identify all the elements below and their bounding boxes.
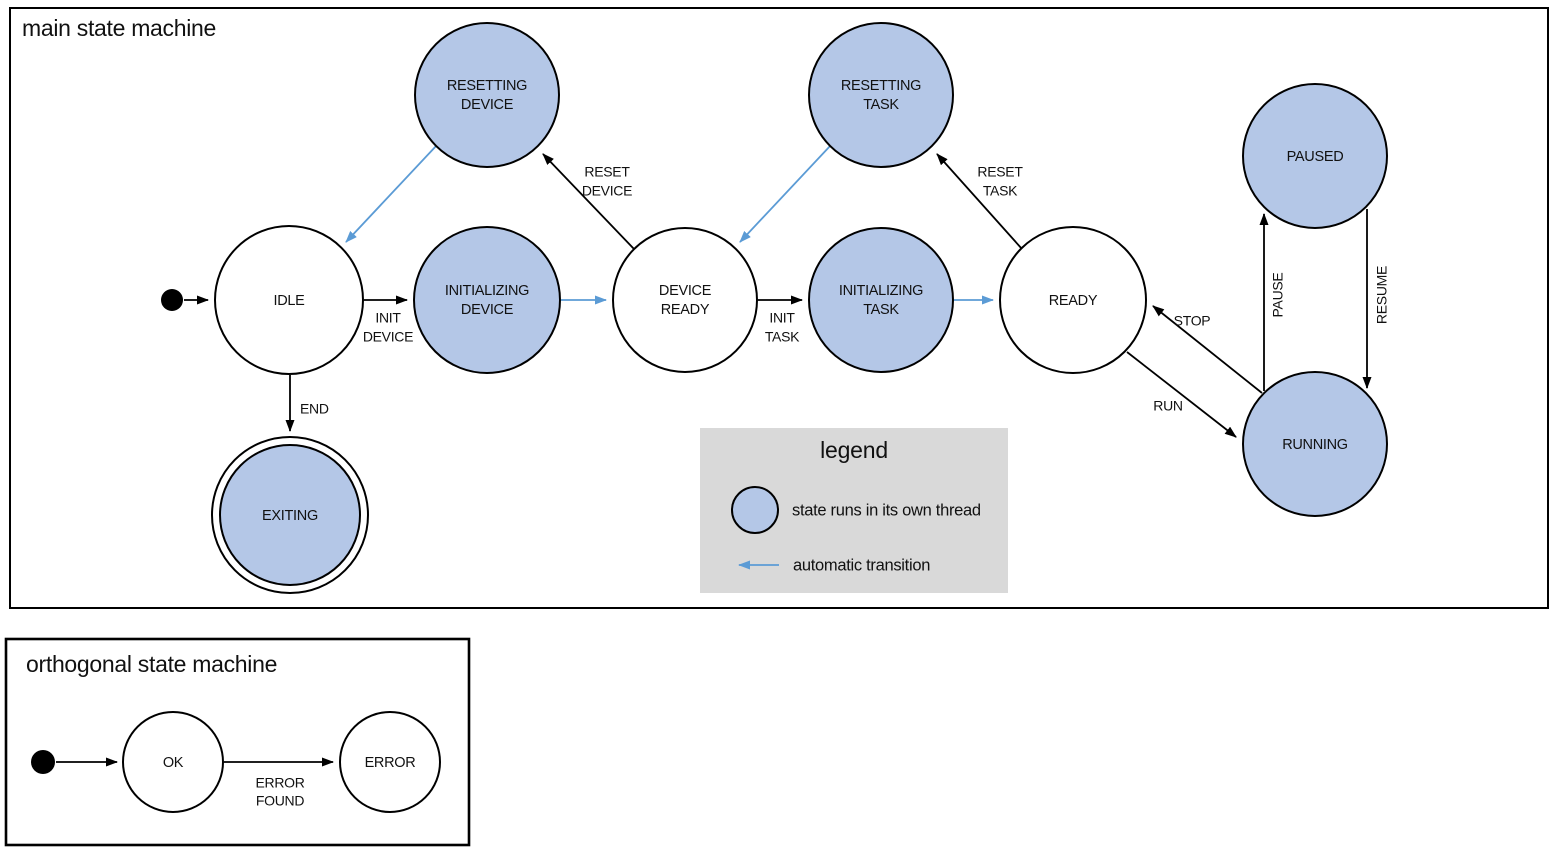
transition-initial-to-idle: [161, 289, 209, 311]
state-initializing-task: INITIALIZING TASK: [808, 227, 954, 373]
legend-box: legend state runs in its own thread auto…: [700, 428, 1008, 593]
pause-label: PAUSE: [1270, 273, 1286, 318]
reset-device-label-line1: RESET: [584, 164, 630, 180]
state-circle: [1242, 371, 1388, 517]
transition-init-device: INIT DEVICE: [363, 295, 413, 345]
state-circle: [413, 226, 561, 374]
error-found-label-line1: ERROR: [255, 775, 304, 791]
run-arrow: [1126, 351, 1237, 438]
reset-task-label-line1: RESET: [977, 164, 1023, 180]
stop-label: STOP: [1174, 313, 1211, 329]
state-running: RUNNING: [1242, 371, 1388, 517]
state-label: OK: [163, 755, 184, 771]
init-task-label-line1: INIT: [769, 310, 795, 326]
state-label: READY: [1049, 293, 1098, 309]
state-label-line1: DEVICE: [659, 283, 712, 299]
state-ok: OK: [122, 711, 224, 813]
state-label-line1: INITIALIZING: [445, 283, 529, 299]
state-exiting-final: EXITING: [211, 436, 369, 594]
run-label: RUN: [1153, 398, 1182, 414]
state-label-line2: DEVICE: [461, 97, 514, 113]
main-state-machine-panel: main state machine INIT DEVICE RESET DEV…: [9, 7, 1549, 609]
state-circle: [612, 227, 758, 373]
transition-reset-device: RESET DEVICE: [542, 153, 635, 250]
state-label-line1: RESETTING: [447, 78, 527, 94]
state-label-line2: READY: [661, 302, 710, 318]
main-panel-border: [9, 7, 1549, 609]
reset-device-arrow: [542, 153, 635, 250]
state-initializing-device: INITIALIZING DEVICE: [413, 226, 561, 374]
end-label: END: [300, 401, 329, 417]
transition-end: END: [285, 375, 329, 432]
state-label: EXITING: [262, 508, 318, 524]
state-circle: [219, 444, 361, 586]
initial-state-dot: [161, 289, 183, 311]
auto-arrow-2: [345, 144, 438, 243]
initial-state-dot: [31, 750, 55, 774]
state-circle: [122, 711, 224, 813]
reset-task-label-line2: TASK: [983, 183, 1018, 199]
main-panel-title: main state machine: [22, 15, 216, 41]
reset-task-arrow: [936, 153, 1023, 250]
init-task-label-line2: TASK: [765, 329, 800, 345]
state-circle: [339, 711, 441, 813]
state-circle: [414, 22, 560, 168]
legend-auto-transition-text: automatic transition: [793, 556, 930, 574]
state-label-line2: TASK: [863, 97, 899, 113]
resume-label: RESUME: [1374, 266, 1390, 324]
orthogonal-panel-title: orthogonal state machine: [26, 651, 277, 677]
state-idle: IDLE: [214, 225, 364, 375]
transition-error-found: ERROR FOUND: [224, 757, 334, 809]
transition-reset-task: RESET TASK: [936, 153, 1024, 250]
transition-init-task: INIT TASK: [758, 295, 803, 345]
state-device-ready: DEVICE READY: [612, 227, 758, 373]
state-paused: PAUSED: [1242, 83, 1388, 229]
threaded-state-circle: [731, 486, 779, 534]
init-device-label-line1: INIT: [375, 310, 401, 326]
state-circle: [808, 227, 954, 373]
state-resetting-task: RESETTING TASK: [808, 22, 954, 168]
transition-initial-to-ok: [31, 750, 118, 774]
legend-title: legend: [820, 437, 888, 463]
stop-arrow: [1152, 305, 1263, 394]
state-circle: [808, 22, 954, 168]
state-ready: READY: [999, 226, 1147, 374]
state-label-line2: TASK: [863, 302, 899, 318]
state-circle: [999, 226, 1147, 374]
state-error: ERROR: [339, 711, 441, 813]
transition-auto-resettingdevice-to-idle: [345, 144, 438, 243]
orthogonal-state-machine-panel: orthogonal state machine ERROR FOUND OK …: [4, 637, 471, 847]
init-device-label-line2: DEVICE: [363, 329, 413, 345]
state-label: ERROR: [365, 755, 416, 771]
auto-arrow-4: [739, 144, 832, 243]
state-label: PAUSED: [1287, 149, 1344, 165]
reset-device-label-line2: DEVICE: [582, 183, 632, 199]
transition-resume: RESUME: [1362, 209, 1390, 389]
state-label-line2: DEVICE: [461, 302, 514, 318]
state-circle: [214, 225, 364, 375]
state-label-line1: RESETTING: [841, 78, 921, 94]
state-circle: [1242, 83, 1388, 229]
state-label-line1: INITIALIZING: [839, 283, 923, 299]
state-label: RUNNING: [1282, 437, 1348, 453]
transition-stop: STOP: [1152, 305, 1263, 394]
error-found-label-line2: FOUND: [256, 793, 304, 809]
transition-pause: PAUSE: [1259, 213, 1286, 391]
transition-run: RUN: [1126, 351, 1237, 438]
transition-auto-resettingtask-to-deviceready: [739, 144, 832, 243]
legend-threaded-state-text: state runs in its own thread: [792, 501, 981, 519]
orthogonal-panel-border: [4, 637, 471, 847]
state-label: IDLE: [273, 293, 305, 309]
state-resetting-device: RESETTING DEVICE: [414, 22, 560, 168]
